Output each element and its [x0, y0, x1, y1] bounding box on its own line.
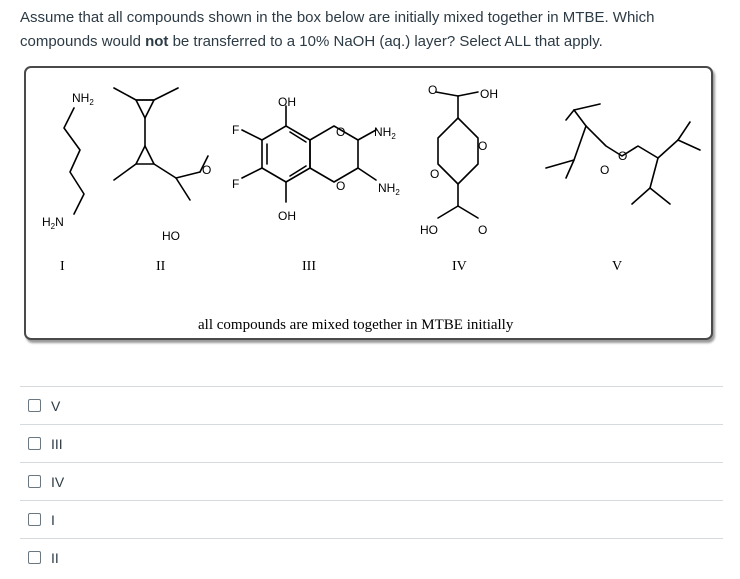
answer-options: V III IV I II	[20, 386, 723, 576]
compound-iii-oh-bottom-label: OH	[278, 209, 296, 223]
compound-number-i: I	[60, 259, 65, 274]
answer-label-ii: II	[51, 549, 59, 566]
compound-i-h2n-label: H2N	[42, 215, 64, 231]
checkbox-iv[interactable]	[28, 475, 41, 488]
compound-v-o-right-label: O	[618, 149, 627, 163]
answer-label-iv: IV	[51, 473, 65, 490]
compound-number-iv: IV	[452, 259, 467, 274]
compound-iii-oh-top-label: OH	[278, 95, 296, 109]
compound-number-v: V	[612, 259, 622, 274]
compound-iii-nh2-bottom-label: NH2	[378, 181, 400, 197]
figure-caption: all compounds are mixed together in MTBE…	[198, 317, 514, 333]
answer-option-iv[interactable]: IV	[20, 462, 723, 500]
checkbox-ii[interactable]	[28, 551, 41, 564]
checkbox-iii[interactable]	[28, 437, 41, 450]
checkbox-i[interactable]	[28, 513, 41, 526]
question-text: Assume that all compounds shown in the b…	[20, 6, 720, 54]
checkbox-v[interactable]	[28, 399, 41, 412]
compound-iv-o-top-label: O	[428, 83, 437, 97]
question-part2: be transferred to a 10% NaOH (aq.) layer…	[168, 33, 603, 50]
answer-option-i[interactable]: I	[20, 500, 723, 538]
compound-figure-box: NH2 H2N O HO OH OH F F O O NH2 NH2 O OH …	[24, 66, 713, 340]
compound-ii-bonds-top	[113, 87, 179, 101]
compound-iv-oh-label: OH	[480, 87, 498, 101]
compound-i-chain	[63, 107, 85, 215]
compound-iii-o-bottom-label: O	[336, 179, 345, 193]
answer-label-v: V	[51, 397, 61, 414]
answer-label-iii: III	[51, 435, 63, 452]
compound-iv-ring-o-lower-label: O	[430, 167, 439, 181]
compound-iii-ring-right	[309, 125, 359, 183]
compound-v-bonds	[545, 125, 679, 169]
compound-ii-carbonyl-o-label: O	[202, 163, 211, 177]
answer-option-ii[interactable]: II	[20, 538, 723, 576]
compound-iv-ring	[437, 117, 479, 185]
compound-iii-f-top-label: F	[232, 123, 239, 137]
compound-structures-drawing: NH2 H2N O HO OH OH F F O O NH2 NH2 O OH …	[42, 83, 701, 333]
compound-iv-o-bottom-label: O	[478, 223, 487, 237]
compound-iii-o-top-label: O	[336, 125, 345, 139]
compound-number-ii: II	[156, 259, 166, 274]
compound-ii-ho-label: HO	[162, 229, 180, 243]
compound-iii-f-bottom-label: F	[232, 177, 239, 191]
compound-iii-nh2-top-label: NH2	[374, 125, 396, 141]
answer-option-v[interactable]: V	[20, 386, 723, 424]
compound-i-nh2-label: NH2	[72, 91, 94, 107]
compound-iv-ring-o-upper-label: O	[478, 139, 487, 153]
compound-iii-ring-left	[261, 125, 311, 183]
compound-ii-cyclopropane-bottom	[135, 145, 155, 165]
compound-v-o-left-label: O	[600, 163, 609, 177]
question-emphasis: not	[145, 33, 169, 50]
answer-option-iii[interactable]: III	[20, 424, 723, 462]
compound-ii-cyclopropane-top	[135, 99, 155, 119]
compound-number-iii: III	[302, 259, 316, 274]
compound-iv-ho-label: HO	[420, 223, 438, 237]
question-part1: Assume that all compounds shown in the b…	[20, 9, 655, 50]
answer-label-i: I	[51, 511, 55, 528]
